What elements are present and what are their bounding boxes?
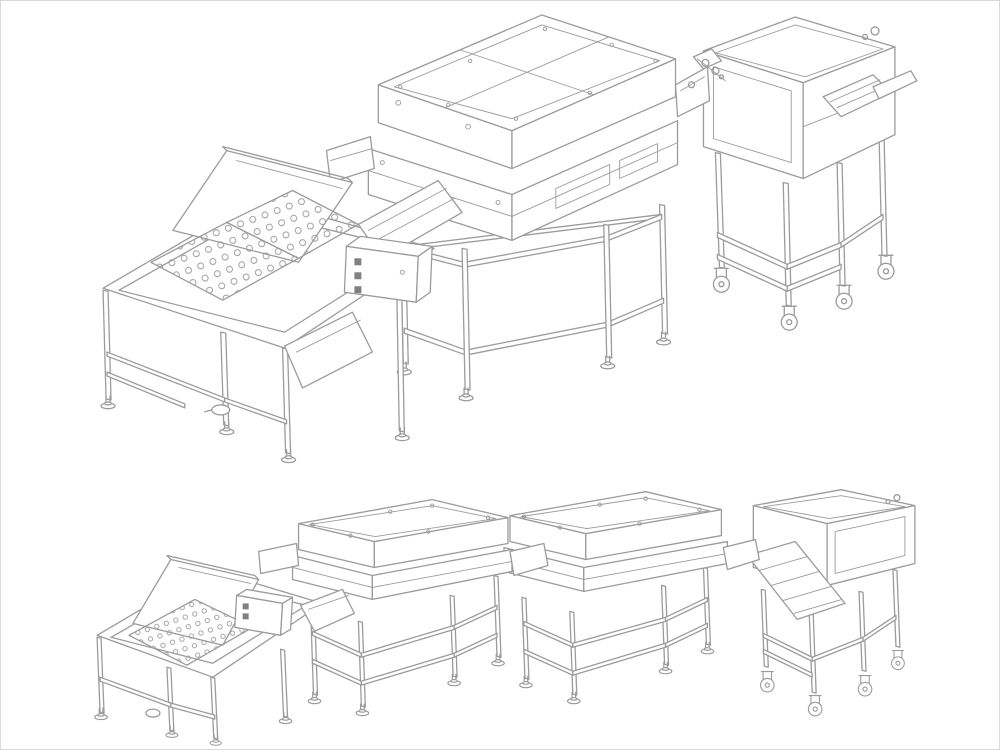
discharge-roller xyxy=(145,708,161,718)
leveling-foot xyxy=(600,355,616,370)
machine-lid xyxy=(377,14,677,170)
assembly-view-top xyxy=(100,14,918,464)
caster-wheel xyxy=(877,254,895,280)
support-table xyxy=(396,203,672,402)
indicator-lamp xyxy=(399,269,405,275)
transfer-chute xyxy=(299,588,356,632)
caster-wheel xyxy=(807,694,823,717)
hopper-control-box xyxy=(343,235,433,303)
inclined-discharge-belt xyxy=(746,540,846,620)
transfer-chute xyxy=(722,538,760,571)
hopper-control-box xyxy=(234,588,294,636)
transfer-chute xyxy=(509,542,549,577)
caster-wheel xyxy=(780,305,798,331)
control-button xyxy=(354,286,362,294)
outfeed-cabinet xyxy=(692,16,918,180)
caster-wheel xyxy=(759,671,775,693)
infeed-hopper-2 xyxy=(94,554,356,746)
caster-wheel xyxy=(835,284,853,310)
conveyor-module-2 xyxy=(503,491,760,705)
conveyor-module-1 xyxy=(257,499,549,717)
infeed-shelf xyxy=(257,542,300,575)
caster-wheel xyxy=(891,649,905,671)
outfeed-machine-2 xyxy=(746,489,916,717)
control-button xyxy=(354,258,362,266)
hopper-apron-chute xyxy=(283,311,373,389)
leveling-foot xyxy=(458,387,474,402)
control-button xyxy=(242,603,249,610)
caster-cart xyxy=(712,131,895,331)
infeed-hopper xyxy=(100,145,463,464)
caster-wheel xyxy=(712,267,731,293)
leveling-foot xyxy=(655,331,672,346)
outfeed-machine xyxy=(692,16,918,331)
discharge-roller xyxy=(211,404,231,416)
caster-cart-2 xyxy=(759,568,905,717)
inspection-machine xyxy=(325,14,711,402)
module-1-lid xyxy=(297,499,509,569)
module-2-lid xyxy=(509,491,723,561)
caster-wheel xyxy=(857,675,873,697)
control-button xyxy=(354,272,362,280)
assembly-view-bottom xyxy=(94,489,916,746)
transfer-bridge xyxy=(674,66,711,118)
control-button xyxy=(242,613,249,620)
